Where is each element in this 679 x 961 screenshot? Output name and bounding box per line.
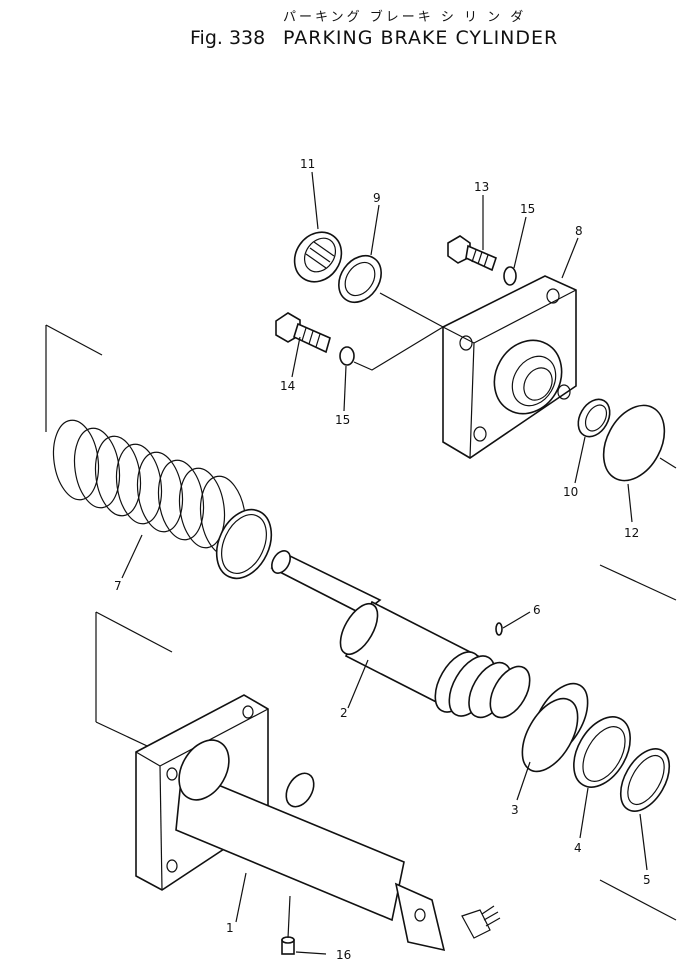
callout-11: 11: [300, 157, 315, 171]
leader-4: [579, 787, 589, 839]
leader-5: [639, 813, 648, 871]
callout-9: 9: [373, 191, 381, 205]
callout-2: 2: [340, 706, 348, 720]
leader-6: [502, 611, 531, 629]
part-12-o-ring: [602, 404, 666, 482]
part-1-cylinder-body: [135, 694, 501, 952]
figure-title: PARKING BRAKE CYLINDER: [283, 27, 559, 49]
assembly-line-12: [659, 457, 677, 469]
callout-8: 8: [575, 224, 583, 238]
japanese-title: パーキング ブレーキ シ リ ン ダ: [283, 10, 527, 25]
part-6-pin: [495, 622, 503, 636]
leader-9: [370, 204, 380, 256]
callout-5: 5: [643, 873, 651, 887]
leader-1: [235, 872, 247, 923]
leader-10: [574, 436, 586, 484]
callout-16: 16: [336, 948, 351, 961]
assembly-line-16: [287, 895, 291, 939]
part-7-spring: [52, 419, 273, 580]
callout-15-upper: 15: [520, 202, 535, 216]
assembly-line-15: [353, 326, 444, 371]
part-16-grease-nipple: [281, 936, 295, 955]
leader-14: [291, 336, 301, 378]
leader-2: [347, 659, 369, 709]
leader-15-upper: [513, 216, 527, 269]
part-14-bolt: [275, 312, 331, 354]
part-8-flange-cover: [442, 275, 577, 459]
callout-13: 13: [474, 180, 489, 194]
part-2-piston-rod: [270, 550, 531, 719]
part-13-bolt: [447, 235, 497, 272]
bracket-spring-top: [45, 324, 103, 356]
part-5-ring: [619, 748, 671, 812]
leader-7: [121, 534, 143, 579]
bracket-right-mid: [599, 564, 677, 601]
leader-11: [311, 171, 319, 230]
callout-4: 4: [574, 841, 582, 855]
callout-7: 7: [114, 579, 122, 593]
figure-header: パーキング ブレーキ シ リ ン ダ Fig. 338 PARKING BRAK…: [0, 0, 679, 60]
leader-16: [295, 951, 327, 955]
part-15-washer-lower: [339, 346, 355, 366]
callout-10: 10: [563, 485, 578, 499]
figure-number: Fig. 338: [190, 27, 266, 49]
callout-3: 3: [511, 803, 519, 817]
callout-12: 12: [624, 526, 639, 540]
leader-15-lower: [343, 365, 347, 412]
part-15-washer-upper: [503, 266, 517, 286]
callout-1: 1: [226, 921, 234, 935]
part-4-seal: [573, 716, 631, 788]
bracket-cylinder-top: [95, 611, 173, 653]
leader-12: [627, 483, 633, 523]
leader-3: [516, 761, 531, 801]
part-11-bearing: [293, 231, 343, 283]
bracket-right-bottom: [599, 879, 677, 921]
callout-15-lower: 15: [335, 413, 350, 427]
leader-8: [561, 237, 579, 279]
part-9-ring: [338, 255, 382, 303]
part-10-bushing: [577, 398, 611, 438]
callout-6: 6: [533, 603, 541, 617]
part-3-sleeve: [521, 682, 589, 773]
assembly-line-9: [379, 292, 444, 328]
callout-14: 14: [280, 379, 295, 393]
